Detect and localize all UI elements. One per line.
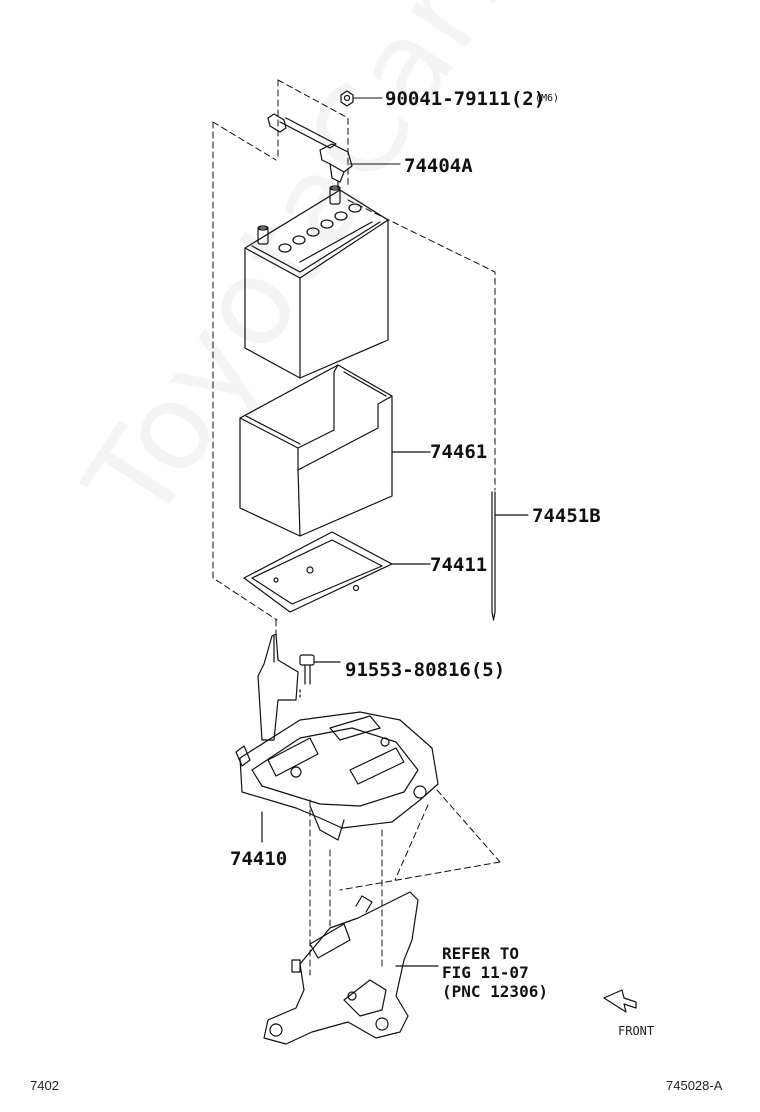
part-number-clamp: 74404A	[404, 155, 473, 177]
part-number-rod: 74451B	[532, 505, 601, 527]
part-number-tray: 74411	[430, 554, 488, 576]
lower-bracket-part	[263, 891, 439, 1045]
clamp-part	[267, 113, 353, 189]
reference-note-line1: REFER TO	[442, 944, 520, 963]
leader-lines	[349, 97, 401, 165]
part-number-carrier: 74410	[230, 848, 288, 870]
footer-illustration-id: 745028-A	[666, 1078, 723, 1093]
part-number-nut: 90041-79111(2)	[385, 88, 546, 110]
rod-part	[491, 491, 529, 621]
front-arrow-icon	[603, 989, 637, 1013]
reference-note: REFER TO FIG 11-07 (PNC 12306)	[442, 944, 548, 1001]
battery-carrier-part	[235, 633, 439, 843]
bolt-part	[299, 654, 341, 699]
assembly-dashed-lines	[212, 79, 501, 976]
battery-cover-part	[239, 364, 431, 537]
nut-part	[340, 90, 354, 107]
reference-note-line2: FIG 11-07	[442, 963, 529, 982]
battery-part	[244, 185, 389, 379]
reference-note-line3: (PNC 12306)	[442, 982, 548, 1001]
tray-part	[243, 531, 431, 613]
part-number-battery-cover: 74461	[430, 441, 488, 463]
footer-figure-code: 7402	[30, 1078, 59, 1093]
nut-size-label: (M6)	[535, 93, 560, 104]
part-number-bolt: 91553-80816(5)	[345, 659, 506, 681]
front-label: FRONT	[618, 1024, 655, 1038]
